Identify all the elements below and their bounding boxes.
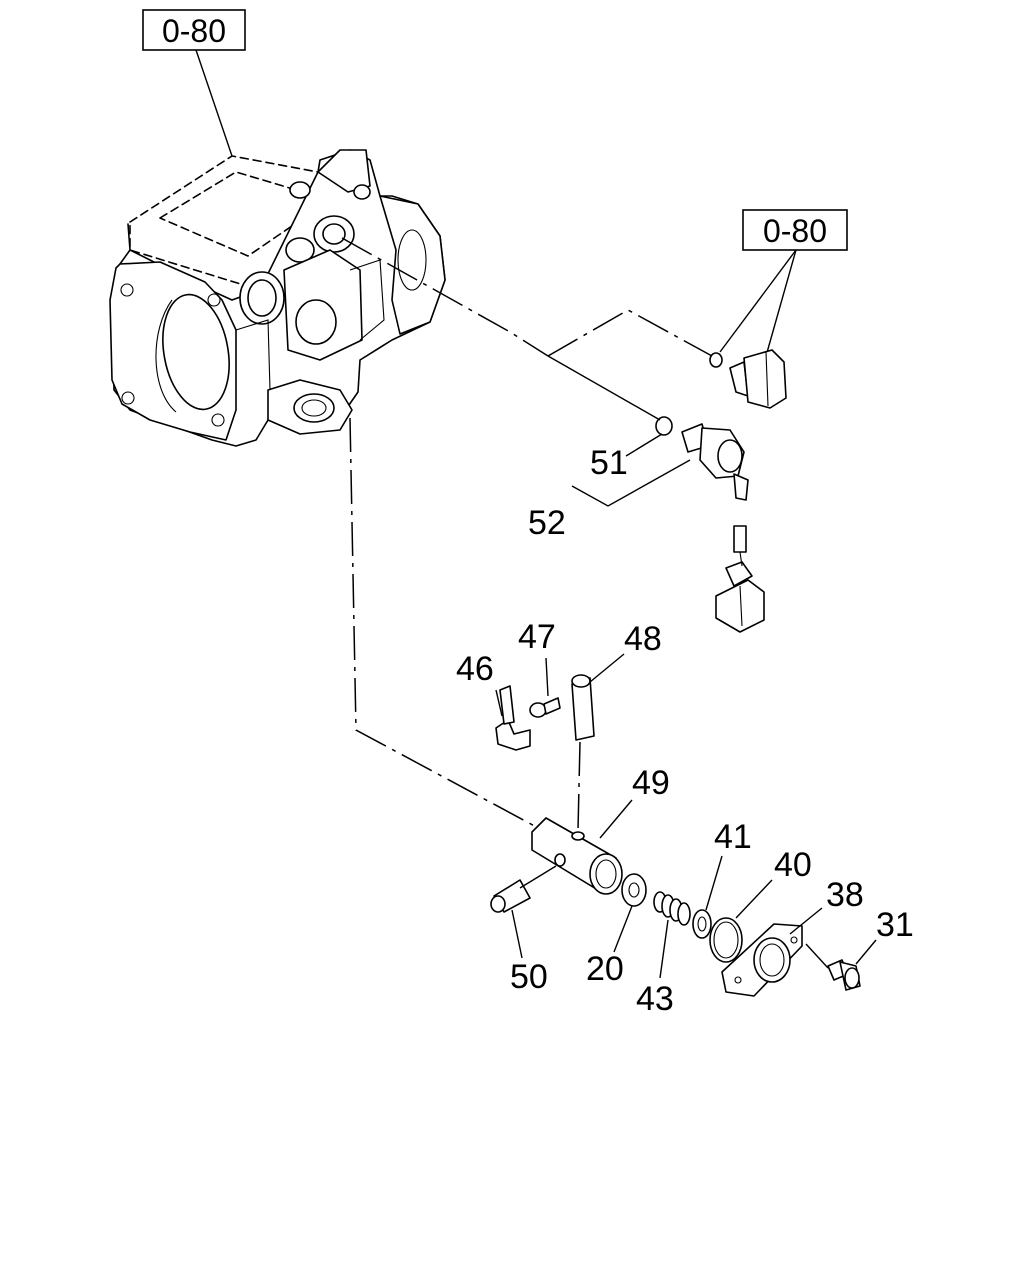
pump-housing xyxy=(109,149,446,447)
callout-52: 52 xyxy=(528,504,566,542)
callout-40: 40 xyxy=(774,846,812,884)
pressure-sensor xyxy=(655,416,765,633)
small-screw xyxy=(529,697,561,718)
callout-38: 38 xyxy=(826,876,864,914)
reference-box-right: 0-80 xyxy=(719,209,848,357)
reference-label-right: 0-80 xyxy=(763,213,827,249)
callout-51: 51 xyxy=(590,444,628,482)
callout-43: 43 xyxy=(636,980,674,1018)
callout-48: 48 xyxy=(624,620,662,658)
reference-label-top: 0-80 xyxy=(162,13,226,49)
callout-47: 47 xyxy=(518,618,556,656)
cover-bolt xyxy=(827,959,861,991)
plug-bolt xyxy=(709,349,787,409)
seal-washer xyxy=(692,909,712,939)
reference-box-top: 0-80 xyxy=(142,9,246,157)
callout-41: 41 xyxy=(714,818,752,856)
guide-pin xyxy=(571,674,595,741)
o-ring xyxy=(709,917,743,963)
lever-clip xyxy=(495,685,531,751)
callout-31: 31 xyxy=(876,906,914,944)
callout-49: 49 xyxy=(632,764,670,802)
callout-46: 46 xyxy=(456,650,494,688)
end-cover xyxy=(721,923,803,997)
callout-50: 50 xyxy=(510,958,548,996)
callout-20: 20 xyxy=(586,950,624,988)
washer xyxy=(621,873,647,907)
spring xyxy=(653,891,691,926)
sleeve xyxy=(531,817,623,895)
